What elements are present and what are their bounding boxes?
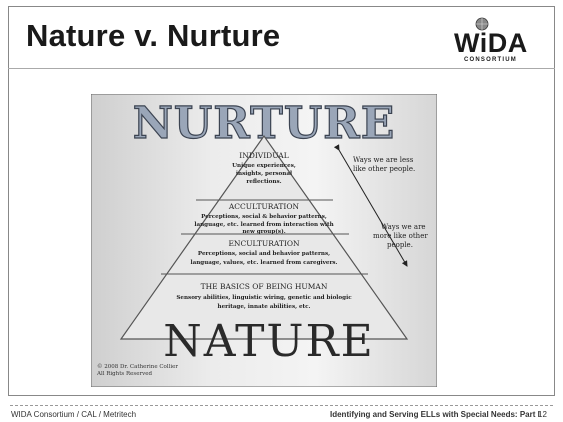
title-divider [8,68,555,69]
page-number: 12 [538,410,547,419]
double-arrow-icon [333,144,408,267]
footer-left-text: WIDA Consortium / CAL / Metritech [11,410,137,419]
level-individual-line: reflections. [246,179,281,185]
annotation-more-like: more like other [373,232,428,240]
globe-icon [475,17,489,31]
level-individual-heading: INDIVIDUAL [239,151,288,160]
nature-nurture-figure: NURTURE INDIVIDUAL Unique experiences, i… [91,94,437,387]
footer-divider [10,405,553,406]
logo-text: WiDA [454,28,528,58]
level-enculturation-line: language, values, etc. learned from care… [190,260,337,266]
level-basics-line: Sensory abilities, linguistic wiring, ge… [176,295,352,301]
level-individual-line: Unique experiences, [232,163,296,169]
level-acculturation-heading: ACCULTURATION [228,202,300,211]
level-acculturation-line: new group(s). [242,228,285,235]
annotation-more-like: Ways we are [381,223,426,231]
level-basics-heading: THE BASICS OF BEING HUMAN [201,282,328,291]
wida-logo: WiDA CONSORTIUM [454,10,554,70]
nature-word: NATURE [163,316,375,367]
level-basics-line: heritage, innate abilities, etc. [218,304,311,310]
level-acculturation-line: Perceptions, social & behavior patterns, [201,214,327,220]
slide-frame [8,6,555,396]
level-enculturation-heading: ENCULTURATION [228,239,300,248]
annotation-less-like: like other people. [353,165,415,173]
level-enculturation-line: Perceptions, social and behavior pattern… [198,251,330,257]
annotation-less-like: Ways we are less [353,156,414,164]
annotation-more-like: people. [387,241,413,249]
footer-right-text: Identifying and Serving ELLs with Specia… [330,410,540,419]
copyright-line: All Rights Reserved [96,371,152,377]
slide-title: Nature v. Nurture [26,18,281,53]
copyright-line: © 2008 Dr. Catherine Collier [97,363,178,370]
level-individual-line: insights, personal [236,171,292,177]
logo-subtext: CONSORTIUM [464,57,517,63]
level-acculturation-line: language, etc. learned from interaction … [194,222,333,228]
